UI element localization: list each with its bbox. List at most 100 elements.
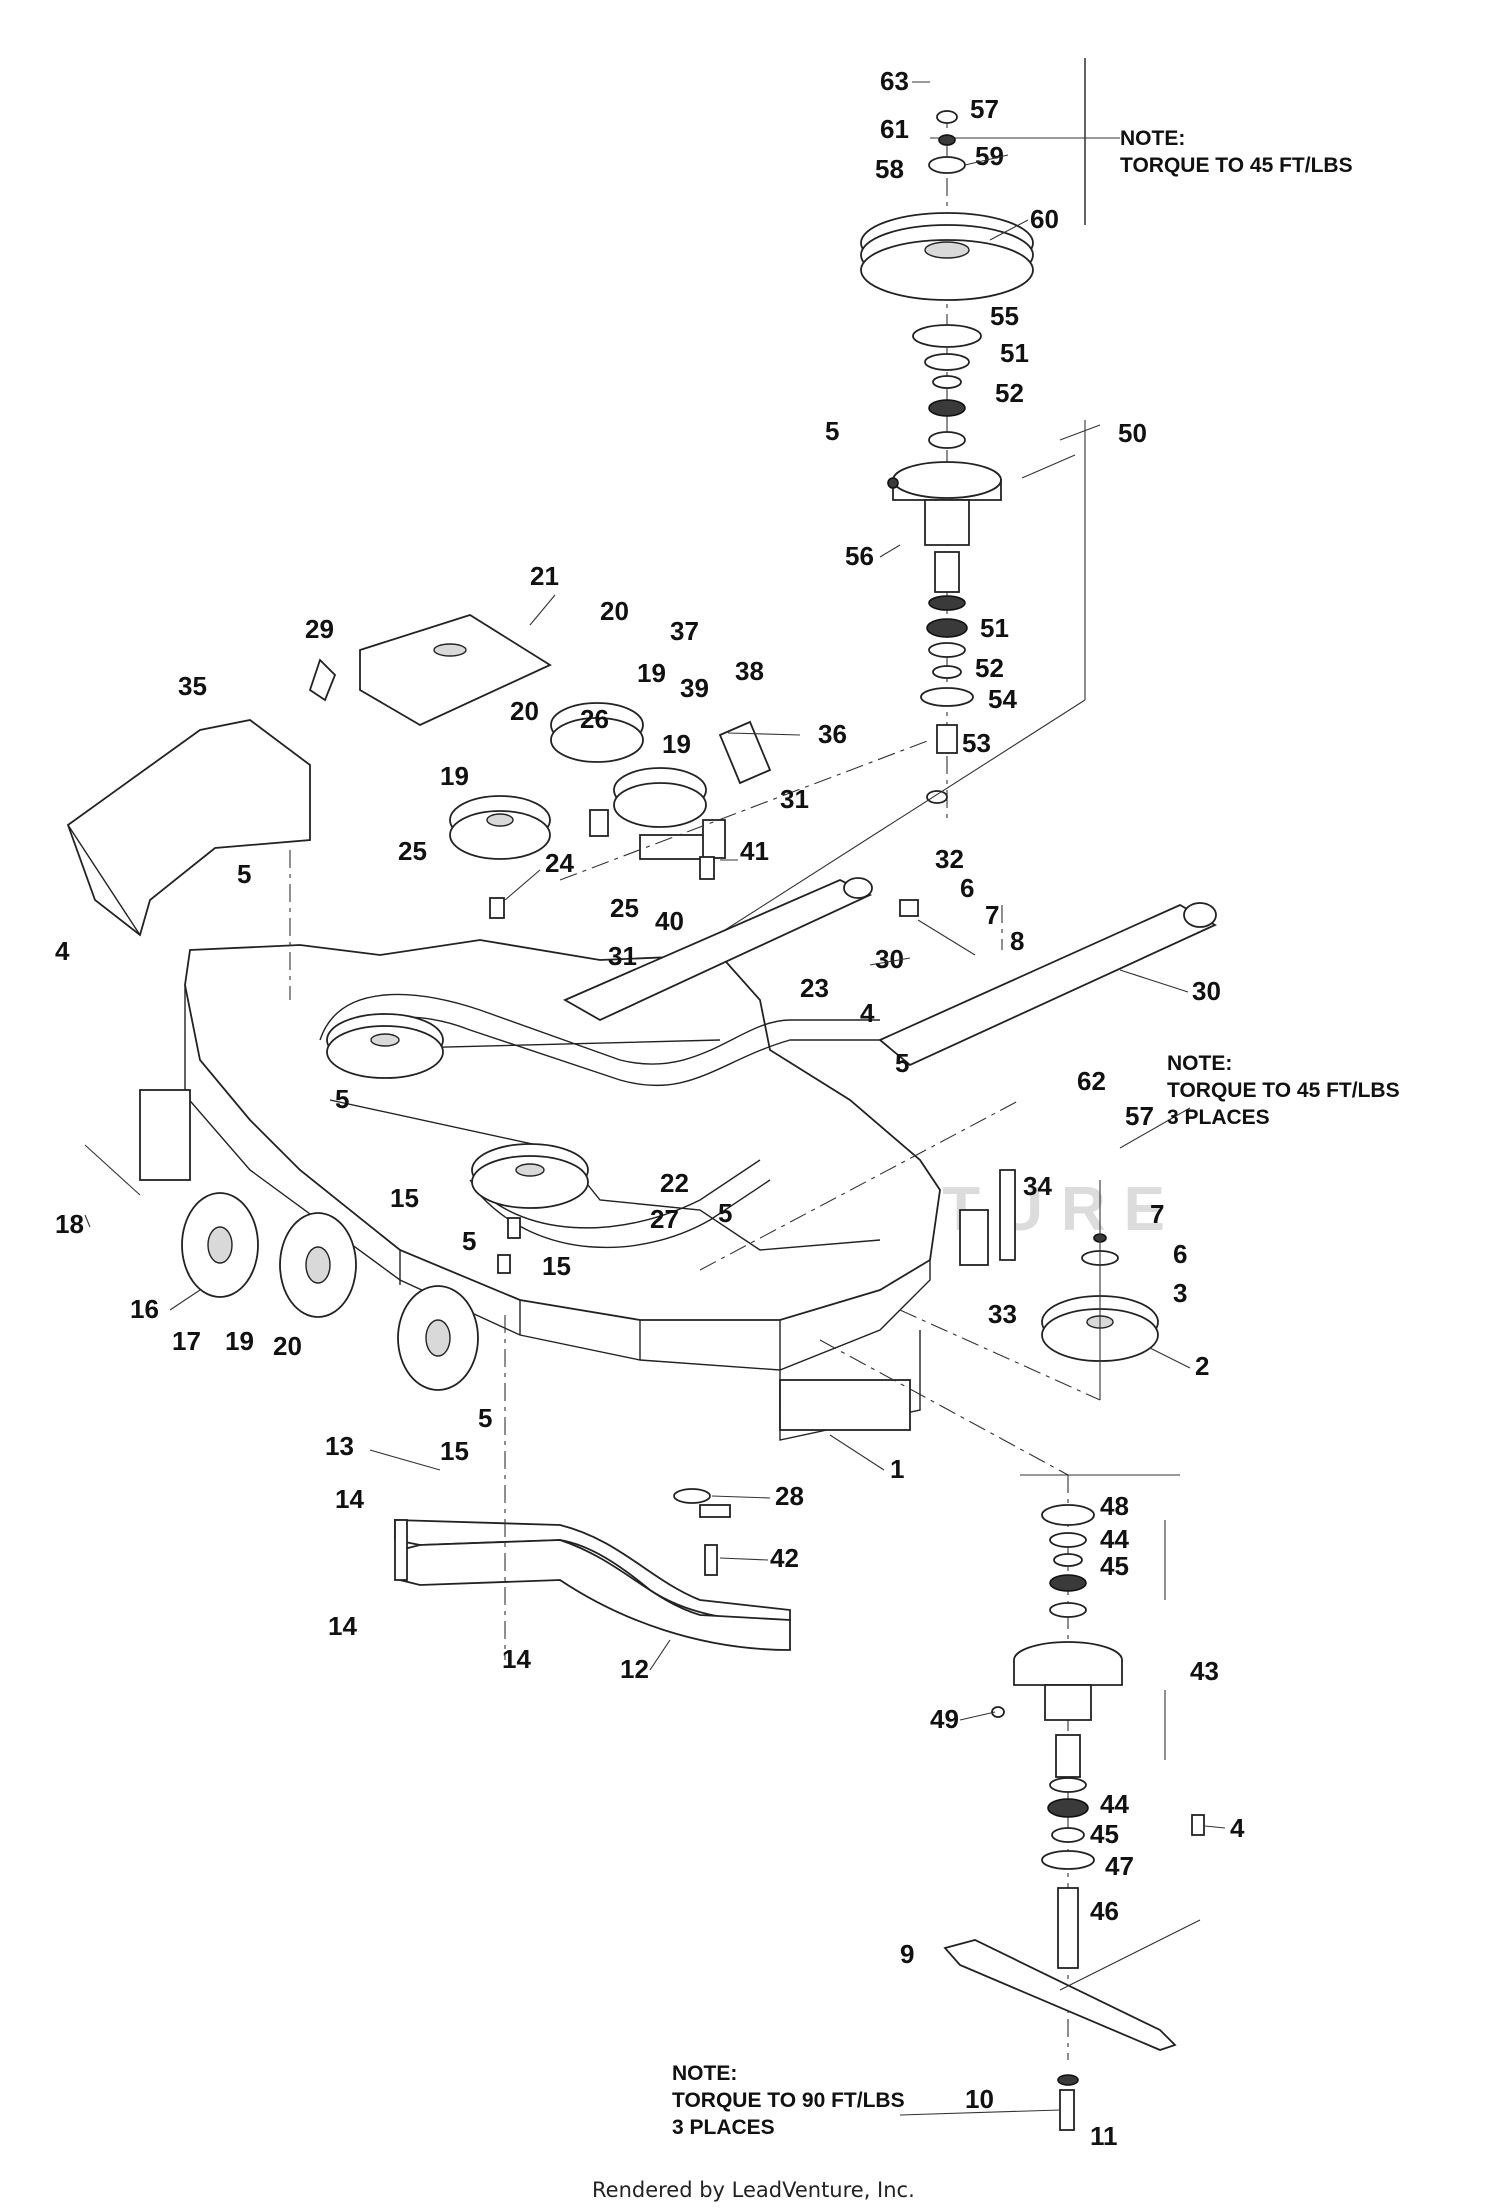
callout-4: 4 [1230, 1813, 1245, 1843]
callout-4: 4 [55, 936, 70, 966]
callout-5: 5 [718, 1198, 732, 1228]
deck-pulleys [326, 1013, 589, 1209]
callout-63: 63 [880, 66, 909, 96]
gauge-wheels [84, 1144, 479, 1391]
callout-32: 32 [935, 844, 964, 874]
callout-5: 5 [237, 859, 251, 889]
callout-14: 14 [328, 1611, 357, 1641]
callout-42: 42 [770, 1543, 799, 1573]
callout-30: 30 [1192, 976, 1221, 1006]
callout-5: 5 [335, 1084, 349, 1114]
callout-10: 10 [965, 2084, 994, 2114]
idler-pulleys [449, 702, 772, 919]
callout-34: 34 [1023, 1171, 1052, 1201]
callout-57: 57 [1125, 1101, 1154, 1131]
callout-12: 12 [620, 1654, 649, 1684]
callout-13: 13 [325, 1431, 354, 1461]
callout-40: 40 [655, 906, 684, 936]
callout-37: 37 [670, 616, 699, 646]
callout-46: 46 [1090, 1896, 1119, 1926]
callout-35: 35 [178, 671, 207, 701]
callout-53: 53 [962, 728, 991, 758]
callout-30: 30 [875, 944, 904, 974]
callout-58: 58 [875, 154, 904, 184]
note-bottom-line2: TORQUE TO 90 FT/LBS [672, 2089, 905, 2112]
lift-arms [562, 877, 1217, 1067]
callout-45: 45 [1090, 1819, 1119, 1849]
callout-11: 11 [1090, 2121, 1118, 2151]
callout-60: 60 [1030, 204, 1059, 234]
callout-labels: 63 57 61 59 58 60 55 51 52 5 50 56 51 52… [55, 66, 1245, 2151]
callout-15: 15 [440, 1436, 469, 1466]
callout-7: 7 [985, 900, 999, 930]
callout-20: 20 [510, 696, 539, 726]
note-bottom: NOTE: TORQUE TO 90 FT/LBS 3 PLACES [672, 2062, 905, 2139]
callout-23: 23 [800, 973, 829, 1003]
callout-44: 44 [1100, 1524, 1129, 1554]
callout-6: 6 [1173, 1239, 1187, 1269]
callout-31: 31 [608, 941, 637, 971]
callout-20: 20 [273, 1331, 302, 1361]
note-bottom-line1: NOTE: [672, 2062, 737, 2085]
callout-19: 19 [662, 729, 691, 759]
callout-5: 5 [478, 1403, 492, 1433]
callout-15: 15 [390, 1183, 419, 1213]
callout-36: 36 [818, 719, 847, 749]
callout-27: 27 [650, 1204, 679, 1234]
callout-8: 8 [1010, 926, 1024, 956]
note-right: NOTE: TORQUE TO 45 FT/LBS 3 PLACES [1167, 1052, 1400, 1129]
callout-28: 28 [775, 1481, 804, 1511]
callout-54: 54 [988, 684, 1017, 714]
callout-1: 1 [890, 1454, 904, 1484]
baffle [394, 1519, 791, 1651]
connection-lines [289, 739, 1101, 1660]
note-top: NOTE: TORQUE TO 45 FT/LBS [1120, 127, 1353, 177]
callout-19: 19 [440, 761, 469, 791]
callout-24: 24 [545, 848, 574, 878]
callout-5: 5 [895, 1048, 909, 1078]
lower-spindle-assembly [899, 1474, 1205, 2131]
note-top-line1: NOTE: [1120, 127, 1185, 150]
note-right-line1: NOTE: [1167, 1052, 1232, 1075]
callout-4: 4 [860, 998, 875, 1028]
callout-6: 6 [960, 873, 974, 903]
callout-14: 14 [335, 1484, 364, 1514]
upper-spindle-assembly [724, 58, 1120, 931]
callout-61: 61 [880, 114, 909, 144]
callout-2: 2 [1195, 1351, 1209, 1381]
callout-51: 51 [980, 613, 1009, 643]
callout-9: 9 [900, 1939, 914, 1969]
callout-25: 25 [610, 893, 639, 923]
callout-33: 33 [988, 1299, 1017, 1329]
callout-44: 44 [1100, 1789, 1129, 1819]
callout-16: 16 [130, 1294, 159, 1324]
footer-credit: Rendered by LeadVenture, Inc. [592, 2178, 915, 2202]
callout-62: 62 [1077, 1066, 1106, 1096]
callout-21: 21 [530, 561, 559, 591]
note-bottom-line3: 3 PLACES [672, 2116, 775, 2139]
callout-43: 43 [1190, 1656, 1219, 1686]
callout-47: 47 [1105, 1851, 1134, 1881]
callout-41: 41 [740, 836, 769, 866]
callout-5: 5 [462, 1226, 476, 1256]
callout-26: 26 [580, 704, 609, 734]
callout-50: 50 [1118, 418, 1147, 448]
callout-15: 15 [542, 1251, 571, 1281]
right-pulley [999, 1169, 1159, 1400]
callout-55: 55 [990, 301, 1019, 331]
callout-25: 25 [398, 836, 427, 866]
callout-19: 19 [637, 658, 666, 688]
callout-38: 38 [735, 656, 764, 686]
callout-18: 18 [55, 1209, 84, 1239]
callout-48: 48 [1100, 1491, 1129, 1521]
callout-17: 17 [172, 1326, 201, 1356]
callout-7: 7 [1150, 1199, 1164, 1229]
callout-45: 45 [1100, 1551, 1129, 1581]
callout-52: 52 [975, 653, 1004, 683]
leader-lines [84, 81, 1226, 1829]
callout-31: 31 [780, 784, 809, 814]
callout-5: 5 [825, 416, 839, 446]
callout-20: 20 [600, 596, 629, 626]
callout-49: 49 [930, 1704, 959, 1734]
